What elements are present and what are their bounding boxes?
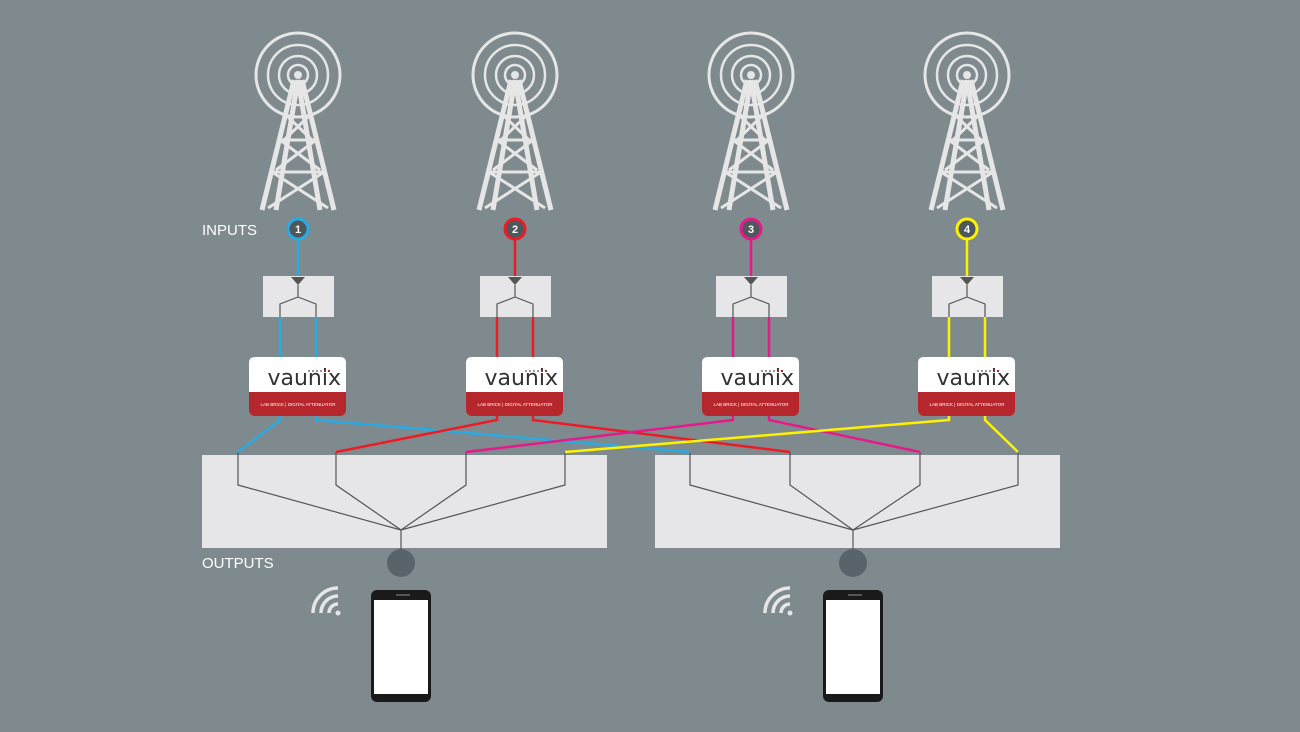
output-combiner-1 <box>202 455 607 548</box>
brand-logo: vaunix <box>484 366 558 391</box>
radio-tower-icon <box>254 31 342 211</box>
mobile-phone-1 <box>371 590 431 702</box>
output-port-1[interactable] <box>387 549 415 577</box>
combiner-trace <box>689 452 854 531</box>
attenuator-subtitle: LAB BRICK | DIGITAL ATTENUATOR <box>714 402 790 407</box>
mobile-phone-2 <box>823 590 883 702</box>
attenuator-subtitle: LAB BRICK | DIGITAL ATTENUATOR <box>261 402 337 407</box>
input-port-2[interactable] <box>503 217 527 241</box>
cable-to-output-1 <box>465 416 735 454</box>
combiner-trace <box>237 452 402 531</box>
input-number: 2 <box>512 224 518 236</box>
input-port-3[interactable] <box>739 217 763 241</box>
wifi-icon <box>763 586 793 616</box>
cable-to-output-1 <box>237 416 282 453</box>
input-number: 3 <box>748 224 754 236</box>
combiner-trace <box>789 452 854 531</box>
input-number: 1 <box>295 224 301 236</box>
radio-tower-icon <box>471 31 559 211</box>
combiner-trace <box>852 452 921 531</box>
brand-logo: vaunix <box>936 366 1010 391</box>
output-port-2[interactable] <box>839 549 867 577</box>
cable-to-output-2 <box>983 416 1019 453</box>
cable-to-output-1 <box>564 416 951 454</box>
brand-logo: vaunix <box>720 366 794 391</box>
combiner-trace <box>400 452 467 531</box>
radio-tower-icon <box>923 31 1011 211</box>
cable-to-output-1 <box>335 416 499 454</box>
input-port-1[interactable] <box>286 217 310 241</box>
splitter-3 <box>716 276 787 317</box>
input-port-4[interactable] <box>955 217 979 241</box>
outputs-label: OUTPUTS <box>202 555 274 572</box>
input-number: 4 <box>964 224 971 236</box>
splitter-1 <box>263 276 334 317</box>
brand-logo: vaunix <box>267 366 341 391</box>
attenuator-subtitle: LAB BRICK | DIGITAL ATTENUATOR <box>930 402 1006 407</box>
cable-to-output-2 <box>767 416 921 454</box>
splitter-4 <box>932 276 1003 317</box>
cable-to-output-2 <box>531 416 791 454</box>
inputs-label: INPUTS <box>202 222 257 239</box>
combiner-trace <box>852 452 1019 531</box>
splitter-2 <box>480 276 551 317</box>
output-combiner-2 <box>655 455 1060 548</box>
radio-tower-icon <box>707 31 795 211</box>
combiner-trace <box>400 452 566 531</box>
wifi-icon <box>311 586 341 616</box>
attenuator-subtitle: LAB BRICK | DIGITAL ATTENUATOR <box>478 402 554 407</box>
combiner-trace <box>335 452 402 531</box>
